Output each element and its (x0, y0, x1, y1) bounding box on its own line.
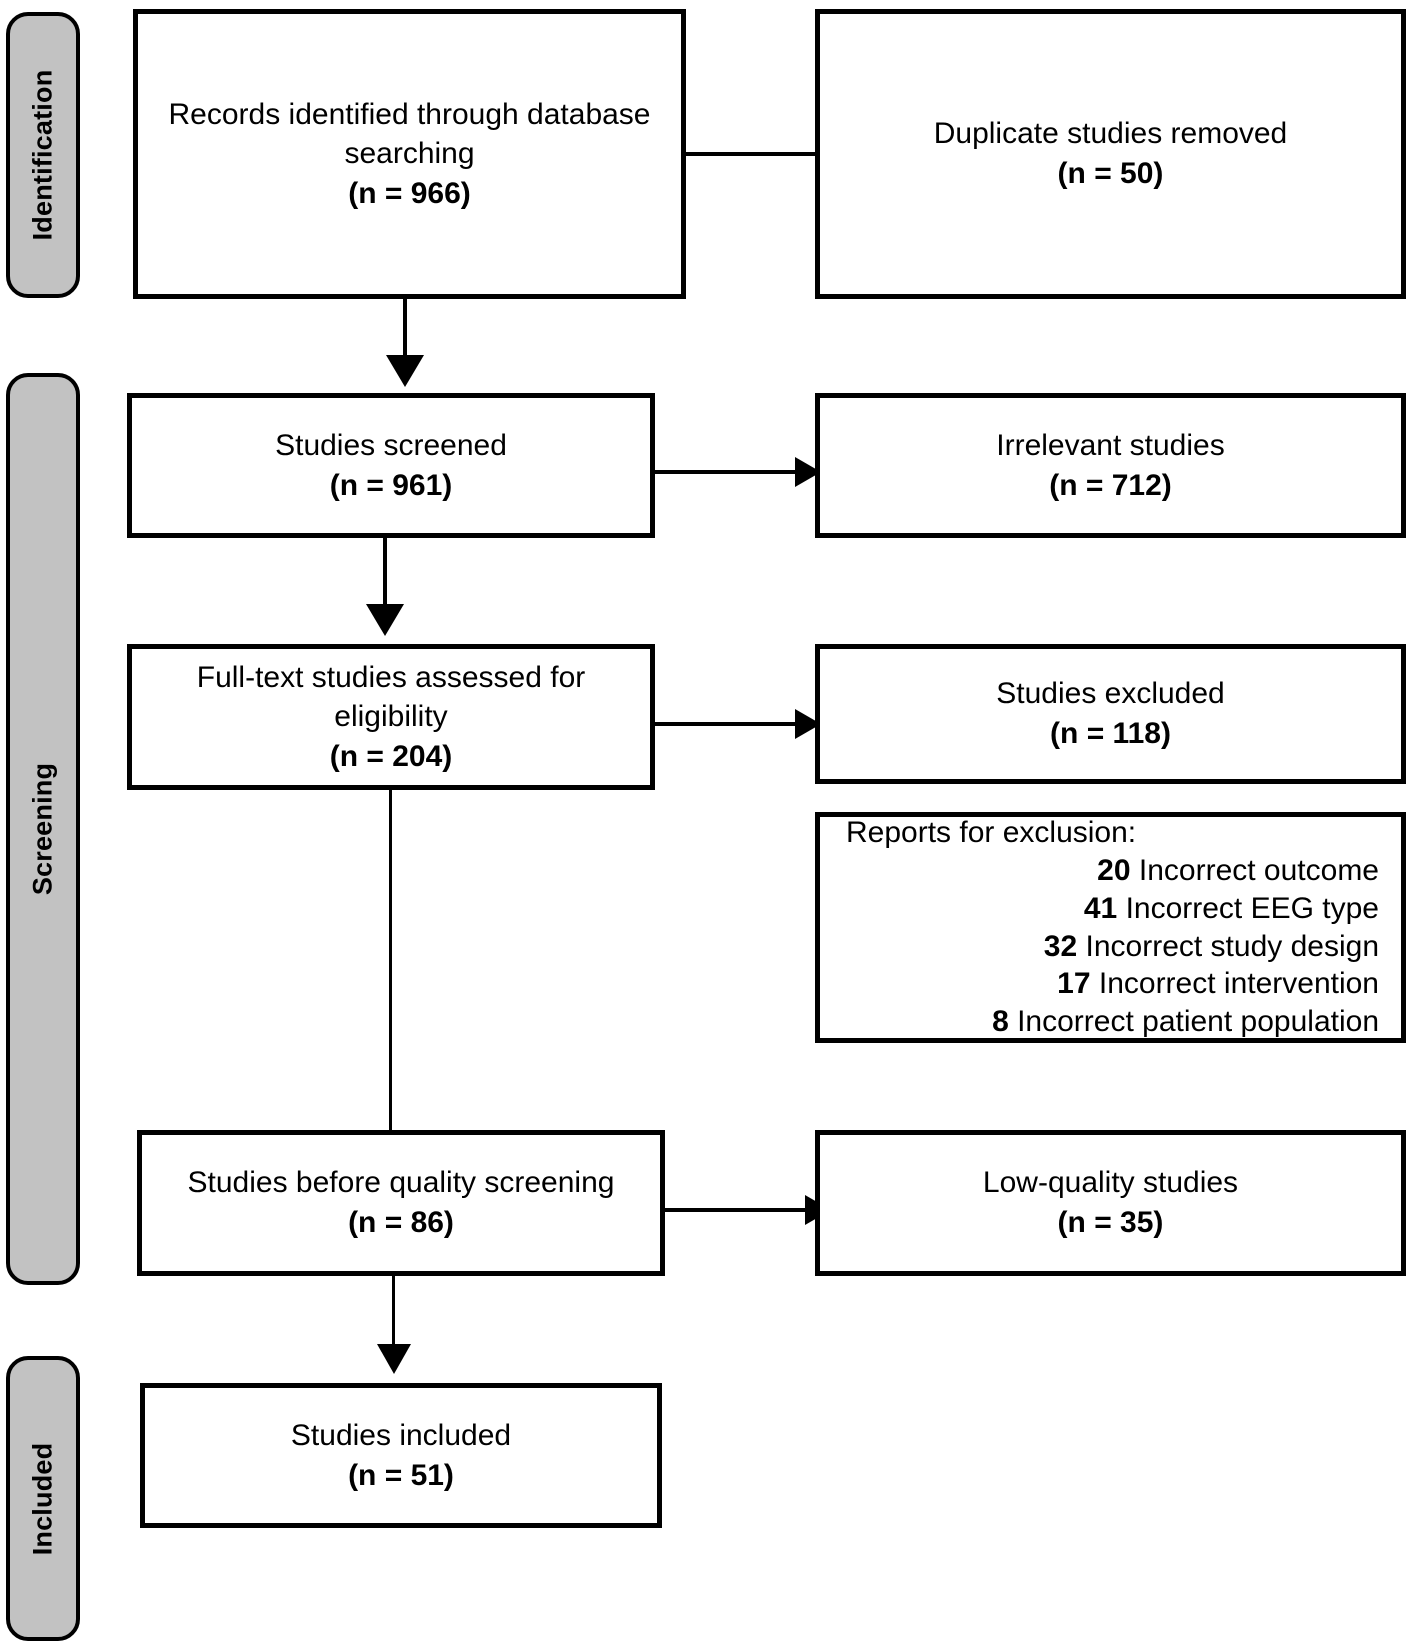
box-low-quality-studies: Low-quality studies (n = 35) (815, 1130, 1406, 1276)
studies-excluded-count: (n = 118) (1050, 717, 1171, 750)
fulltext-assessed-line1: Full-text studies assessed for (196, 660, 586, 694)
studies-included-line1: Studies included (290, 1418, 512, 1452)
list-item: 20 Incorrect outcome (846, 852, 1379, 890)
connector-line-identified-to-duplicates (686, 152, 831, 156)
box-studies-included-text: Studies included (n = 51) (277, 1412, 525, 1499)
reports-item-count: 41 (1083, 891, 1118, 925)
low-quality-studies-line1: Low-quality studies (982, 1166, 1239, 1200)
records-identified-line2: searching (344, 137, 475, 171)
connector-line-fulltext-to-quality (389, 790, 392, 1162)
phase-bar-screening: Screening (6, 373, 80, 1285)
box-before-quality-screening-text: Studies before quality screening (n = 86… (174, 1159, 629, 1246)
box-irrelevant-studies-text: Irrelevant studies (n = 712) (982, 422, 1238, 509)
before-quality-screening-count: (n = 86) (348, 1206, 454, 1239)
box-duplicates-removed-text: Duplicate studies removed (n = 50) (920, 110, 1302, 197)
reports-item-reason: Incorrect outcome (1138, 853, 1379, 887)
studies-screened-count: (n = 961) (329, 468, 453, 502)
fulltext-assessed-line2: eligibility (334, 700, 448, 734)
box-low-quality-studies-text: Low-quality studies (n = 35) (969, 1159, 1252, 1246)
list-item: 32 Incorrect study design (846, 928, 1379, 966)
connector-line-quality-to-included (392, 1276, 395, 1350)
connector-line-identified-to-screened (403, 299, 407, 361)
box-records-identified: Records identified through database sear… (133, 9, 686, 299)
box-studies-excluded-text: Studies excluded (n = 118) (982, 670, 1239, 757)
reports-item-count: 20 (1097, 853, 1131, 887)
phase-label-screening: Screening (27, 762, 58, 896)
box-records-identified-text: Records identified through database sear… (138, 91, 681, 218)
arrowhead-screened-to-fulltext (366, 604, 404, 636)
studies-included-count: (n = 51) (348, 1458, 454, 1492)
box-irrelevant-studies: Irrelevant studies (n = 712) (815, 393, 1406, 538)
reports-item-count: 17 (1057, 967, 1091, 1001)
reports-item-reason: Incorrect patient population (1017, 1005, 1379, 1039)
studies-excluded-line1: Studies excluded (996, 677, 1225, 711)
list-item: 8 Incorrect patient population (846, 1003, 1379, 1041)
records-identified-line1: Records identified through database (168, 97, 651, 131)
box-duplicates-removed: Duplicate studies removed (n = 50) (815, 9, 1406, 299)
connector-line-screened-to-fulltext (383, 538, 387, 610)
duplicates-removed-count: (n = 50) (1057, 157, 1164, 190)
phase-bar-included: Included (6, 1356, 80, 1641)
connector-line-screened-to-irrelevant (655, 470, 803, 474)
box-fulltext-assessed: Full-text studies assessed for eligibili… (127, 644, 655, 790)
phase-bar-identification: Identification (6, 12, 80, 298)
list-item: 17 Incorrect intervention (846, 965, 1379, 1003)
phase-label-identification: Identification (27, 69, 58, 241)
irrelevant-studies-count: (n = 712) (1049, 468, 1172, 502)
box-studies-included: Studies included (n = 51) (140, 1383, 662, 1528)
box-studies-excluded: Studies excluded (n = 118) (815, 644, 1406, 784)
box-reports-for-exclusion: Reports for exclusion: 20 Incorrect outc… (815, 812, 1406, 1043)
box-studies-screened: Studies screened (n = 961) (127, 393, 655, 538)
reports-for-exclusion-title: Reports for exclusion: (846, 816, 1137, 850)
low-quality-studies-count: (n = 35) (1057, 1206, 1164, 1239)
before-quality-screening-line1: Studies before quality screening (187, 1166, 615, 1200)
list-item: 41 Incorrect EEG type (846, 890, 1379, 928)
fulltext-assessed-count: (n = 204) (329, 739, 453, 773)
box-before-quality-screening: Studies before quality screening (n = 86… (137, 1130, 665, 1276)
reports-item-count: 32 (1043, 929, 1078, 963)
phase-label-included: Included (27, 1442, 58, 1555)
connector-line-fulltext-to-excluded (655, 722, 803, 726)
irrelevant-studies-line1: Irrelevant studies (996, 428, 1225, 462)
duplicates-removed-line1: Duplicate studies removed (933, 117, 1288, 151)
reports-item-reason: Incorrect EEG type (1125, 891, 1379, 925)
reports-for-exclusion-list: 20 Incorrect outcome 41 Incorrect EEG ty… (846, 852, 1379, 1041)
reports-item-reason: Incorrect intervention (1098, 967, 1379, 1001)
reports-item-reason: Incorrect study design (1085, 929, 1379, 963)
box-fulltext-assessed-text: Full-text studies assessed for eligibili… (132, 654, 650, 781)
arrowhead-identified-to-screened (386, 355, 424, 387)
reports-item-count: 8 (992, 1005, 1009, 1039)
studies-screened-line1: Studies screened (275, 428, 507, 462)
records-identified-count: (n = 966) (348, 176, 471, 210)
arrowhead-quality-to-included (377, 1344, 411, 1374)
connector-line-quality-to-lowquality (665, 1208, 813, 1212)
box-studies-screened-text: Studies screened (n = 961) (261, 422, 521, 509)
